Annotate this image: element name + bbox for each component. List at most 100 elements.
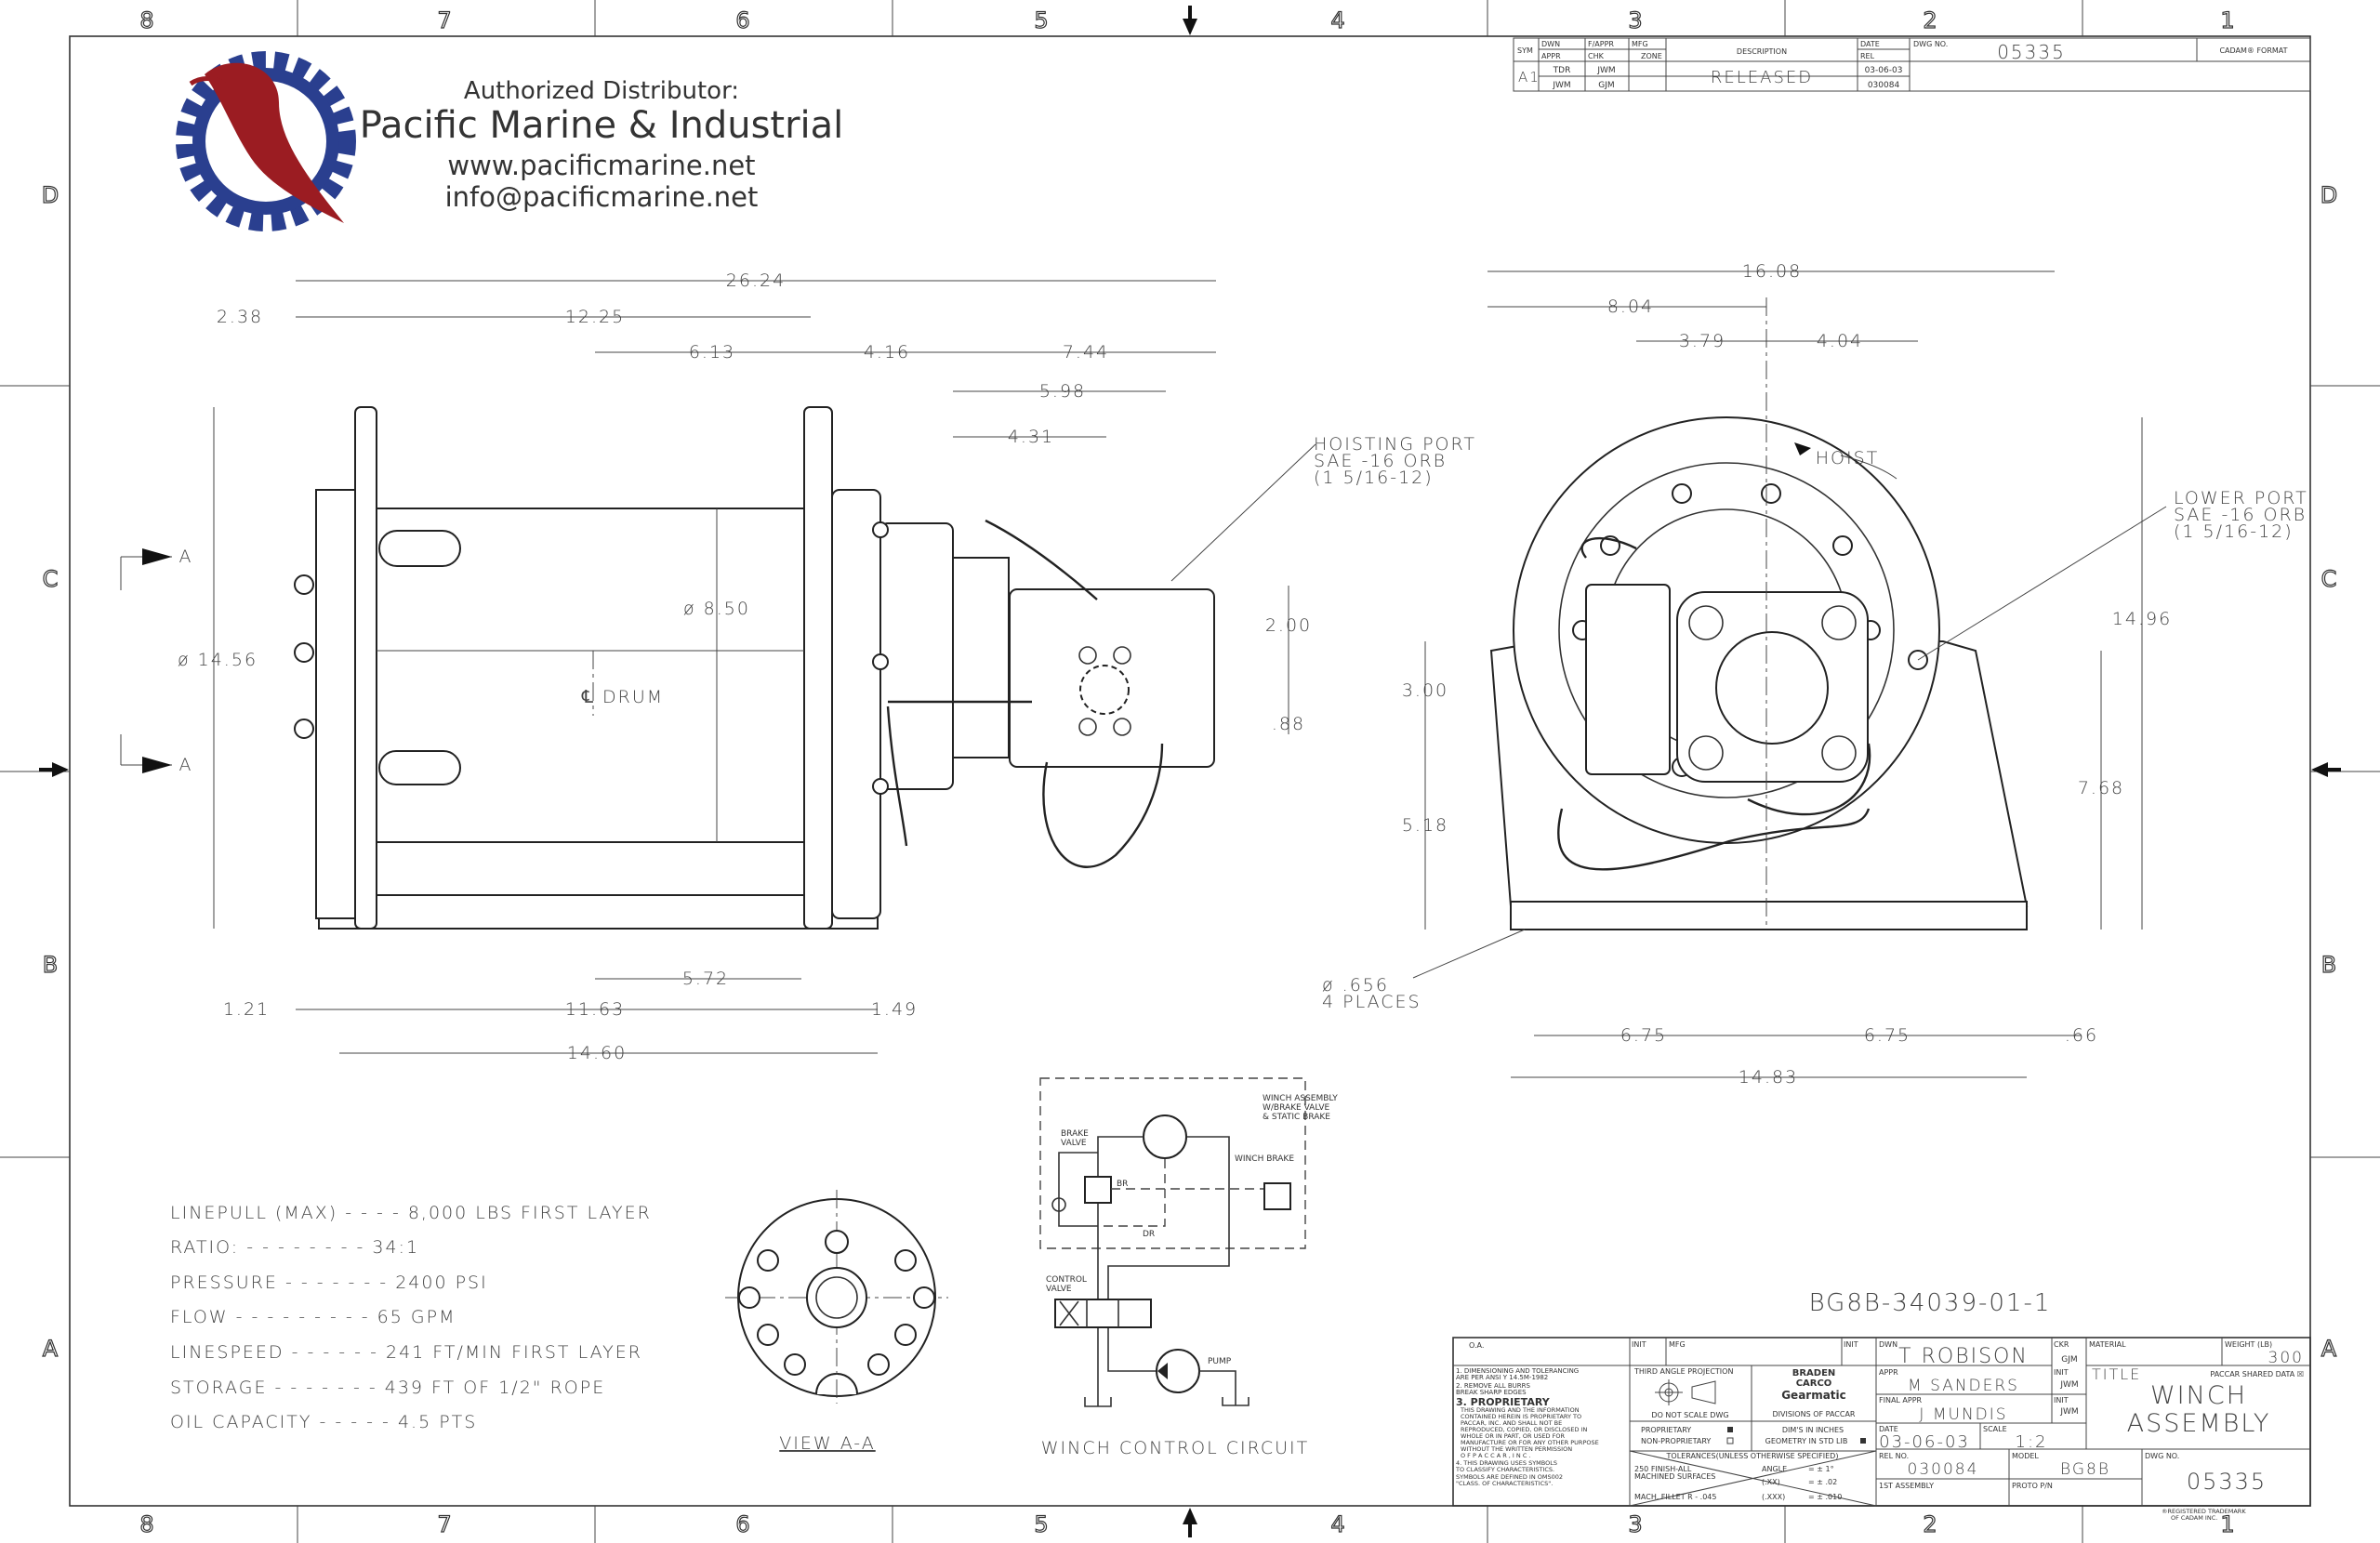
drawing-title-line1: WINCH xyxy=(2150,1381,2247,1410)
front-view-dimension-lines xyxy=(1412,270,2167,1078)
title-label: TITLE xyxy=(2092,1365,2141,1383)
pelican-gear-logo xyxy=(176,51,356,231)
mounting-hole-count: 4 PLACES xyxy=(1322,992,1421,1012)
zone-col-7-bottom: 7 xyxy=(437,1511,451,1537)
view-a-a-label: VIEW A-A xyxy=(779,1433,875,1454)
rev-date: 03-06-03 xyxy=(1865,66,1903,75)
dim-label: 6.75 xyxy=(1864,1025,1911,1046)
zone-row-a-right: A xyxy=(2321,1336,2337,1362)
note-line: (1 5/16-12) xyxy=(2174,521,2294,542)
rev-chk: GJM xyxy=(1598,81,1614,90)
xxx-tolerance-value: = ± .010 xyxy=(1808,1493,1842,1501)
dwg-no: 05335 xyxy=(2187,1469,2267,1495)
rev-header-dwn: DWN xyxy=(1541,40,1560,48)
proprietary-label: PROPRIETARY xyxy=(1641,1426,1691,1434)
front-view-dimensions: 16.08 8.04 3.79 4.04 14.96 3.00 7.68 5.1… xyxy=(1402,261,2172,1088)
approved-by: M SANDERS xyxy=(1908,1377,2019,1395)
fillet-note: MACH. FILLET R - .045 xyxy=(1634,1493,1716,1501)
final-initials: JWM xyxy=(2059,1407,2078,1417)
dim-label: 5.72 xyxy=(682,969,729,989)
dim-label: 6.13 xyxy=(689,342,735,363)
zone-col-8-bottom: 8 xyxy=(139,1511,153,1537)
rev-header-mfg: MFG xyxy=(1632,40,1648,48)
zone-row-d-right: D xyxy=(2320,182,2337,208)
note-line: WITHOUT THE WRITTEN PERMISSION xyxy=(1461,1445,1572,1453)
note-line: SAE -16 ORB xyxy=(2174,505,2307,525)
final-approved-by: J MUNDIS xyxy=(1919,1405,2007,1424)
note-line: 1. DIMENSIONING AND TOLERANCING xyxy=(1456,1367,1579,1375)
drawing-date: 03-06-03 xyxy=(1879,1432,1970,1452)
brand-carco: CARCO xyxy=(1796,1378,1832,1389)
winch-brake-symbol xyxy=(1263,1182,1291,1210)
scale-label: SCALE xyxy=(1983,1425,2007,1433)
spec-linespeed: LINESPEED - - - - - - 241 FT/MIN FIRST L… xyxy=(170,1342,642,1363)
spec-flow: FLOW - - - - - - - - - 65 GPM xyxy=(170,1307,456,1327)
zone-col-2-bottom: 2 xyxy=(1923,1511,1937,1537)
winch-specifications: LINEPULL (MAX) - - - - 8,000 LBS FIRST L… xyxy=(170,1203,650,1432)
geometry-label: GEOMETRY IN STD LIB xyxy=(1765,1437,1848,1445)
spec-ratio: RATIO: - - - - - - - - 34:1 xyxy=(170,1237,419,1258)
distributor-heading: Authorized Distributor: xyxy=(464,77,739,105)
dwn-label: DWN xyxy=(1879,1340,1897,1349)
dim-label: 6.75 xyxy=(1620,1025,1667,1046)
dim-label: 11.63 xyxy=(565,999,625,1020)
dim-label: 1.49 xyxy=(871,999,918,1020)
note-line: REPRODUCED, COPIED, OR DISCLOSED IN xyxy=(1461,1426,1587,1433)
trademark-note: OF CADAM INC. xyxy=(2171,1514,2217,1522)
revision-block: SYM DWN APPR F/APPR CHK MFG ZONE DESCRIP… xyxy=(1513,37,2311,92)
angle-tolerance-value: = ± 1° xyxy=(1808,1465,1834,1473)
zone-row-d: D xyxy=(42,182,59,208)
zone-row-c: C xyxy=(43,566,59,592)
winch-assembly-label: & STATIC BRAKE xyxy=(1263,1113,1330,1122)
winch-brake-label: WINCH BRAKE xyxy=(1235,1154,1294,1164)
dims-in-inches-label: DIM'S IN INCHES xyxy=(1782,1426,1844,1434)
note-line: TO CLASSIFY CHARACTERISTICS. xyxy=(1455,1466,1554,1473)
motor-symbol xyxy=(1143,1114,1187,1159)
zone-row-b-right: B xyxy=(2321,952,2336,978)
appr-initials: JWM xyxy=(2059,1380,2078,1390)
distributor-email[interactable]: info@pacificmarine.net xyxy=(445,181,759,213)
mounting-hole-note: ø .656 xyxy=(1322,975,1389,996)
braden-carco-gearmatic-logo: BRADEN CARCO Gearmatic DIVISIONS OF PACC… xyxy=(1773,1368,1856,1418)
distributor-website[interactable]: www.pacificmarine.net xyxy=(447,150,755,181)
rev-sym: A1 xyxy=(1518,69,1540,86)
third-angle-projection-icon xyxy=(1655,1379,1716,1405)
rev-header-f-appr: F/APPR xyxy=(1588,40,1614,48)
hoist-direction-label: HOIST xyxy=(1816,448,1880,468)
dim-label: 3.00 xyxy=(1402,680,1448,701)
init-label: INIT xyxy=(2054,1368,2069,1377)
dim-label: 5.18 xyxy=(1402,815,1448,836)
brake-valve-symbol xyxy=(1084,1176,1112,1204)
dim-label: 3.79 xyxy=(1679,331,1726,351)
rev-appr: JWM xyxy=(1552,81,1570,90)
dim-label: .88 xyxy=(1272,714,1305,734)
dr-port-label: DR xyxy=(1143,1230,1155,1239)
note-line: BREAK SHARP EDGES xyxy=(1456,1389,1527,1396)
dim-label: 14.60 xyxy=(567,1043,627,1063)
center-arrows xyxy=(39,6,2341,1537)
zone-col-6-bottom: 6 xyxy=(735,1511,749,1537)
proto-pn-label: PROTO P/N xyxy=(2012,1482,2053,1490)
winch-side-view xyxy=(294,406,1215,930)
drawing-title-line2: ASSEMBLY xyxy=(2127,1409,2271,1438)
brake-valve-label: VALVE xyxy=(1061,1139,1087,1148)
material-label: MATERIAL xyxy=(2089,1340,2126,1349)
appr-label: APPR xyxy=(1879,1368,1898,1377)
winch-assembly-label: WINCH ASSEMBLY xyxy=(1263,1094,1338,1103)
dim-label: 8.04 xyxy=(1607,297,1654,317)
rev-dwg-no: 05335 xyxy=(1997,41,2066,63)
dim-overall-height: 14.96 xyxy=(2112,609,2172,629)
zone-row-c-right: C xyxy=(2321,566,2337,592)
cadam-format: CADAM® FORMAT xyxy=(2219,46,2287,55)
rev-header-sym: SYM xyxy=(1517,46,1533,55)
brand-braden: BRADEN xyxy=(1792,1368,1836,1378)
init-label: INIT xyxy=(1844,1340,1858,1349)
xx-tolerance-label: (.XX) xyxy=(1762,1478,1780,1486)
spec-storage: STORAGE - - - - - - - 439 FT OF 1/2" ROP… xyxy=(170,1378,605,1398)
date-label: DATE xyxy=(1879,1425,1898,1433)
rel-no-label: REL NO. xyxy=(1879,1452,1909,1460)
init-label: INIT xyxy=(2054,1396,2069,1405)
note-line: 4. THIS DRAWING USES SYMBOLS xyxy=(1456,1459,1557,1467)
xx-tolerance-value: = ± .02 xyxy=(1808,1478,1837,1486)
